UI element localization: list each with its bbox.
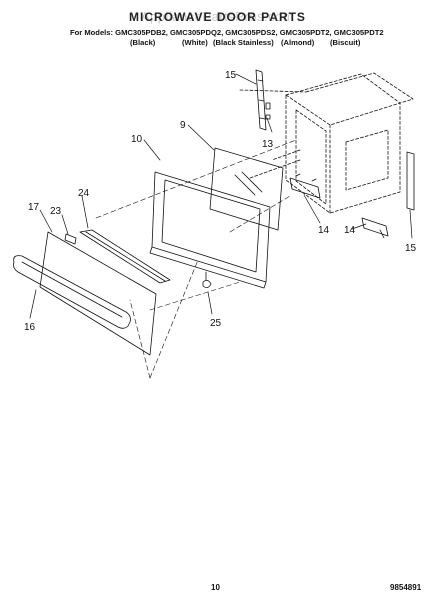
callout-15-right: 15 (405, 243, 417, 254)
watermark: AppliancePartsPros.com (140, 9, 295, 24)
callout-16: 16 (24, 322, 36, 333)
models-values: GMC305PDB2, GMC305PDQ2, GMC305PDS2, GMC3… (115, 28, 384, 37)
leader-lines (29, 73, 413, 319)
door-seal-strip-left (255, 69, 271, 131)
door-clip-25 (202, 271, 212, 288)
callout-25: 25 (210, 318, 222, 329)
callout-labels: 9 10 13 14 14 15 15 16 17 23 24 25 (24, 70, 417, 333)
door-seal-strip-right (406, 151, 415, 211)
hinge-lower (361, 217, 389, 239)
callout-9: 9 (180, 120, 186, 131)
callout-14-right: 14 (344, 225, 356, 236)
oven-cabinet-outline (239, 72, 414, 214)
callout-15-top: 15 (225, 70, 237, 81)
callout-13: 13 (262, 139, 274, 150)
door-frame (149, 171, 271, 289)
callout-24: 24 (78, 188, 90, 199)
door-outer-panel (39, 231, 157, 356)
callout-10: 10 (131, 134, 143, 145)
hinge-upper (289, 173, 321, 199)
finish-black-stainless: (Black Stainless) (213, 38, 274, 47)
page-number: 10 (211, 583, 220, 592)
callout-23: 23 (50, 206, 62, 217)
models-label: For Models: (70, 28, 114, 37)
finish-biscuit: (Biscuit) (330, 38, 361, 47)
document-number: 9854891 (390, 583, 422, 592)
finish-almond: (Almond) (281, 38, 315, 47)
door-glass-panel (209, 147, 284, 231)
page-title: MICROWAVE DOOR PARTS (129, 10, 306, 24)
door-trim-strip (79, 229, 171, 284)
finish-white: (White) (182, 38, 208, 47)
alignment-lines (95, 139, 297, 379)
model-list: For Models: GMC305PDB2, GMC305PDQ2, GMC3… (70, 28, 384, 37)
door-handle (13, 255, 131, 329)
finish-black: (Black) (130, 38, 156, 47)
door-insert-23 (64, 233, 77, 245)
callout-17: 17 (28, 202, 40, 213)
callout-14-left: 14 (318, 225, 330, 236)
